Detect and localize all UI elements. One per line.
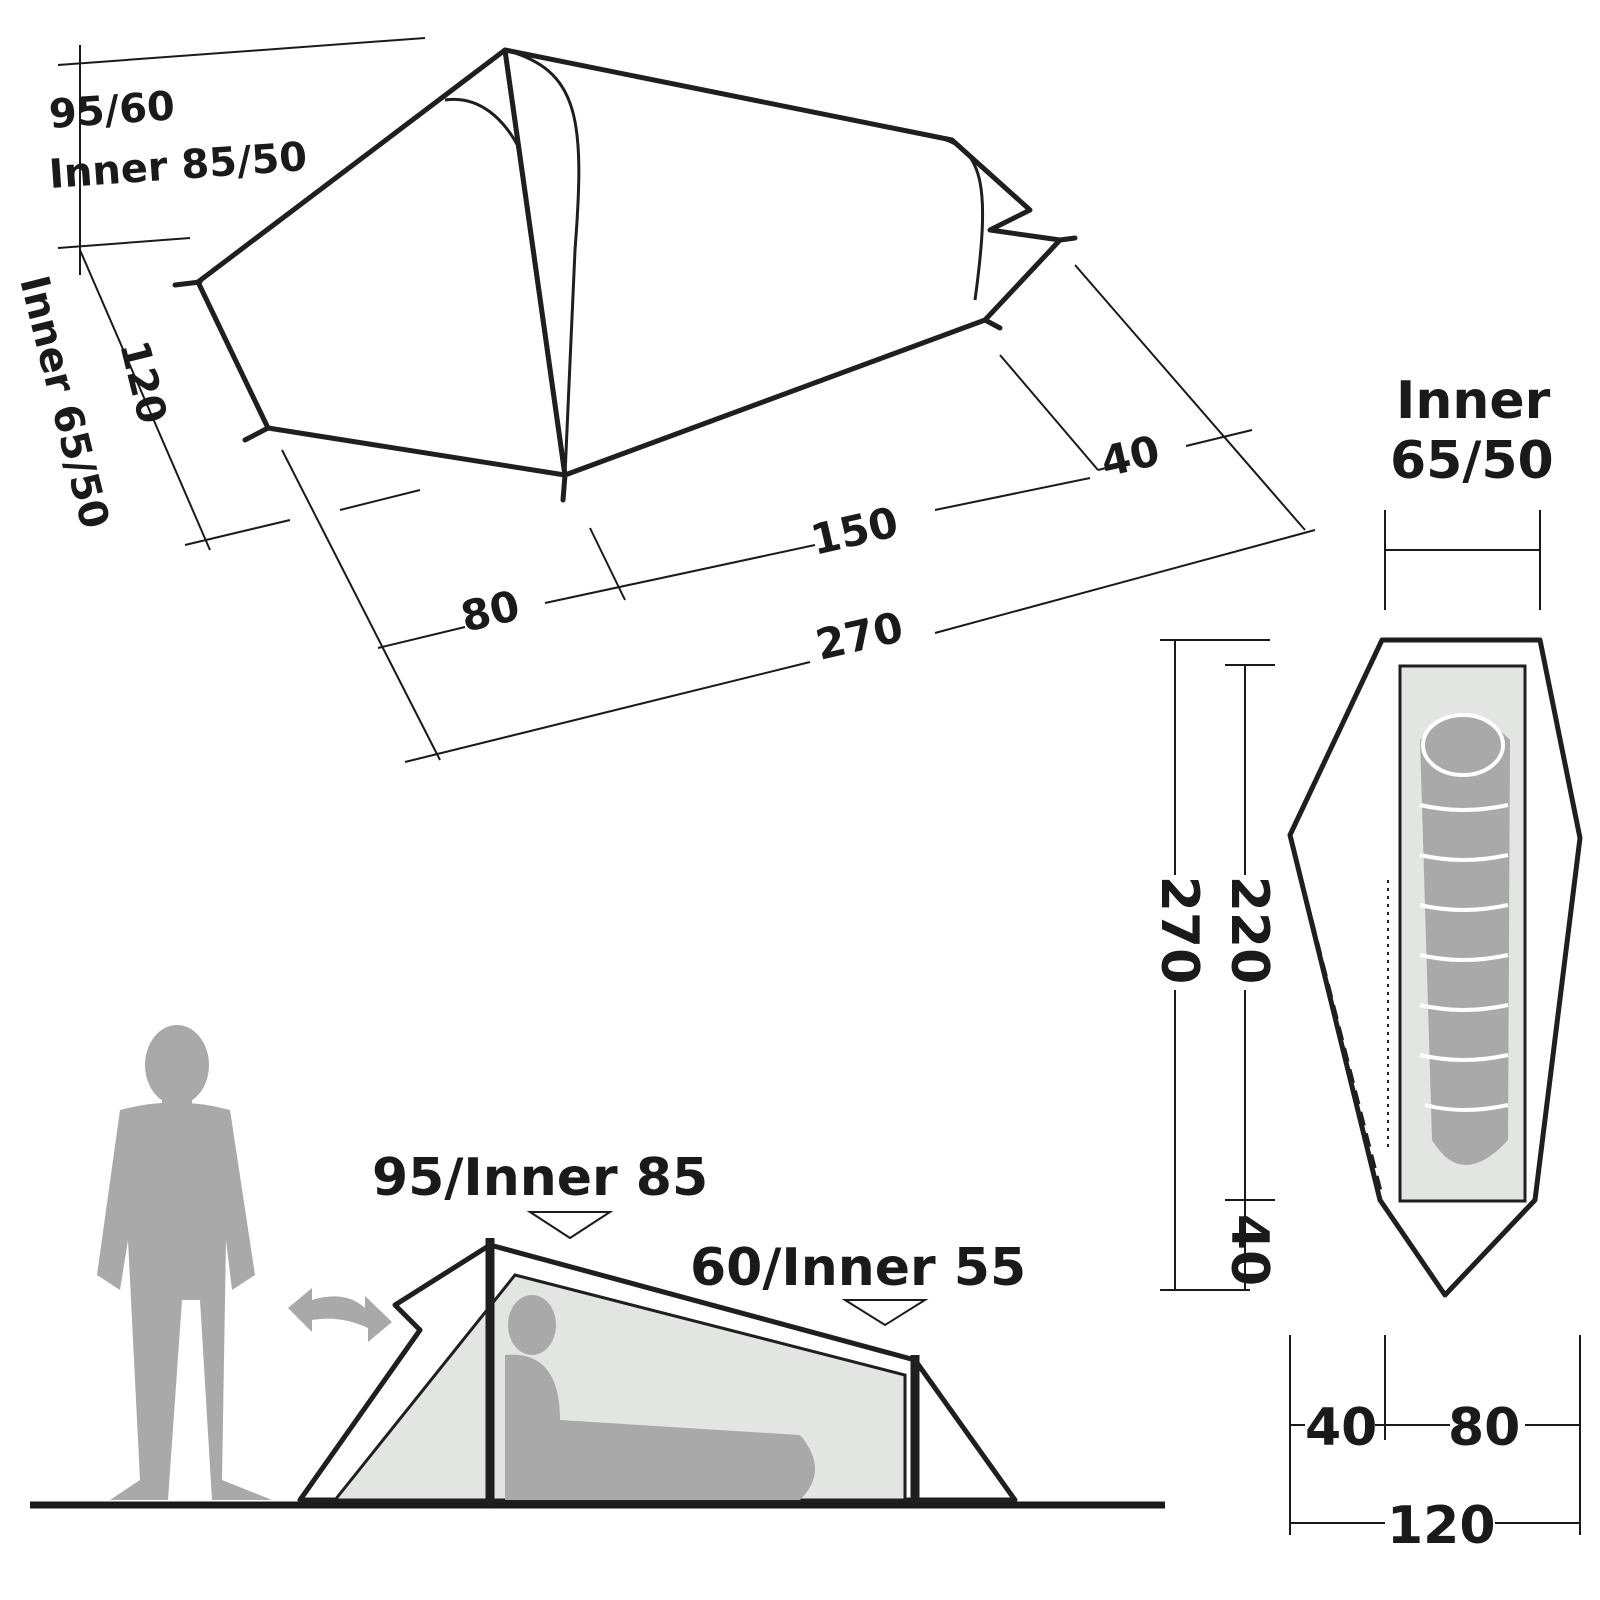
tent-fly-left (195, 47, 568, 478)
side-view: 95/Inner 85 60/Inner 55 (30, 1025, 1165, 1509)
label-plan-inner-value: 65/50 (1390, 431, 1554, 491)
plan-view: Inner 65/50 270 220 40 (1149, 371, 1583, 1556)
sleeping-person-silhouette (505, 1295, 815, 1500)
label-total-length: 270 (811, 602, 907, 669)
label-plan-inner-width: 80 (1448, 1398, 1520, 1458)
label-vestibule: 80 (456, 581, 524, 642)
label-plan-inner-length: 220 (1219, 876, 1279, 985)
label-width-inner: Inner 65/50 (10, 271, 117, 533)
label-rear-extension: 40 (1096, 426, 1164, 487)
label-front-height: 95/Inner 85 (372, 1148, 708, 1208)
label-height-front: 95/60 (47, 83, 176, 138)
tent-fly-right (502, 47, 1063, 478)
label-height-inner: Inner 85/50 (47, 134, 308, 198)
sleeping-bag-seams (1419, 803, 1509, 1112)
sleeping-bag (1420, 715, 1510, 1165)
label-width-outer: 120 (110, 336, 175, 428)
label-plan-vestibule-width: 40 (1305, 1398, 1377, 1458)
label-plan-total-length: 270 (1149, 876, 1209, 985)
front-door-arch (444, 97, 522, 151)
label-plan-inner-title: Inner (1396, 371, 1551, 431)
label-plan-total-width: 120 (1387, 1496, 1496, 1556)
label-plan-rear-space: 40 (1219, 1214, 1279, 1286)
double-arrow-icon (288, 1288, 392, 1342)
main-pole (504, 48, 581, 476)
person-silhouette (97, 1025, 272, 1500)
label-rear-height: 60/Inner 55 (690, 1238, 1026, 1298)
marker-rear-height (841, 1299, 929, 1327)
marker-front-height (526, 1211, 614, 1240)
perspective-view: 95/60 Inner 85/50 120 Inner 65/50 80 150… (10, 37, 1316, 763)
label-inner-length: 150 (806, 497, 902, 564)
rear-pole (939, 136, 985, 301)
